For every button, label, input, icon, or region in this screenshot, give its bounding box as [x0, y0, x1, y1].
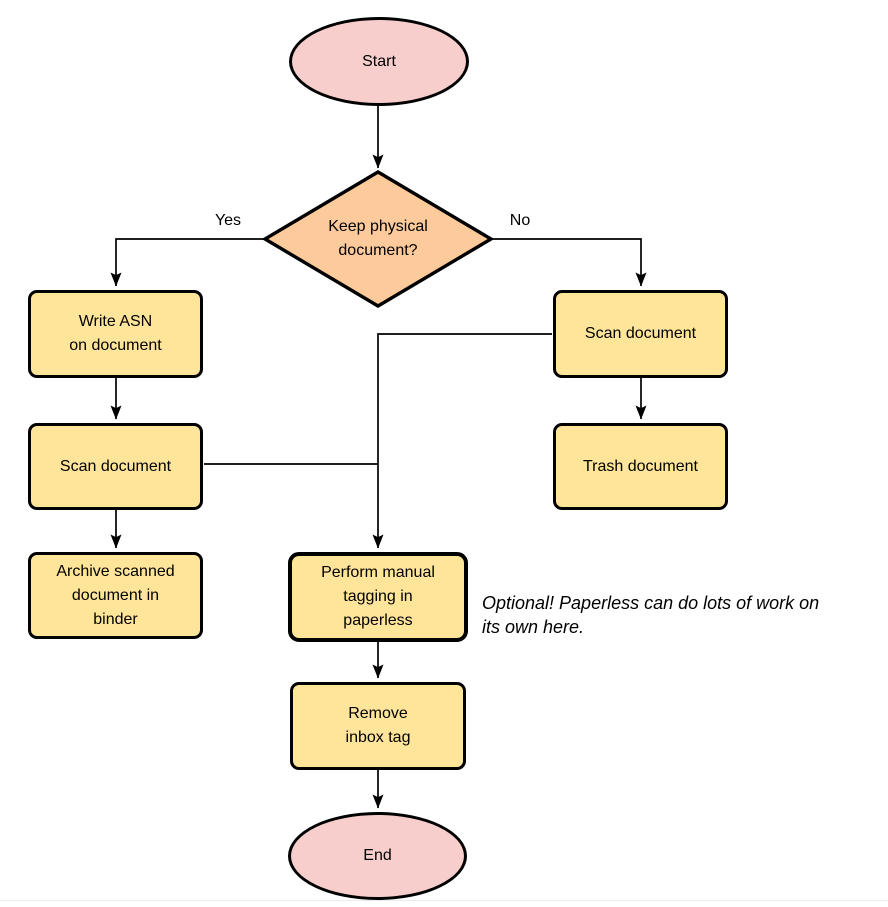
- node-trash-document: Trash document: [553, 423, 728, 510]
- node-manual-tagging-label: Perform manual tagging in paperless: [321, 564, 435, 629]
- node-start: Start: [289, 17, 469, 106]
- node-scan-document-left-label: Scan document: [59, 457, 172, 475]
- annotation-optional-paperless: Optional! Paperless can do lots of work …: [482, 593, 820, 637]
- page-bottom-divider: [0, 900, 888, 901]
- node-start-label: Start: [362, 52, 396, 70]
- connector-decision-scan-right: [491, 238, 647, 287]
- connector-decision-write-asn: [110, 238, 264, 287]
- node-end-label: End: [363, 847, 392, 864]
- node-scan-document-right: Scan document: [553, 290, 728, 378]
- node-write-asn: Write ASN on document: [28, 290, 203, 378]
- node-archive-binder-label: Archive scanned document in binder: [56, 562, 175, 628]
- edge-label-no: No: [509, 212, 531, 229]
- node-decision-label: Keep physical document?: [328, 218, 428, 259]
- node-manual-tagging: Perform manual tagging in paperless: [288, 552, 468, 642]
- node-trash-document-label: Trash document: [582, 457, 698, 475]
- node-end: End: [288, 812, 467, 900]
- node-scan-document-left: Scan document: [28, 423, 203, 510]
- connector-scan-right-tagging: [372, 333, 552, 549]
- decision-diamond-shape: [261, 170, 495, 308]
- edge-label-yes: Yes: [214, 212, 242, 229]
- node-write-asn-label: Write ASN on document: [69, 313, 162, 354]
- node-scan-document-right-label: Scan document: [584, 325, 697, 342]
- node-remove-inbox-tag: Remove inbox tag: [290, 682, 466, 770]
- node-archive-binder: Archive scanned document in binder: [28, 552, 203, 639]
- node-remove-inbox-tag-label: Remove inbox tag: [345, 705, 411, 746]
